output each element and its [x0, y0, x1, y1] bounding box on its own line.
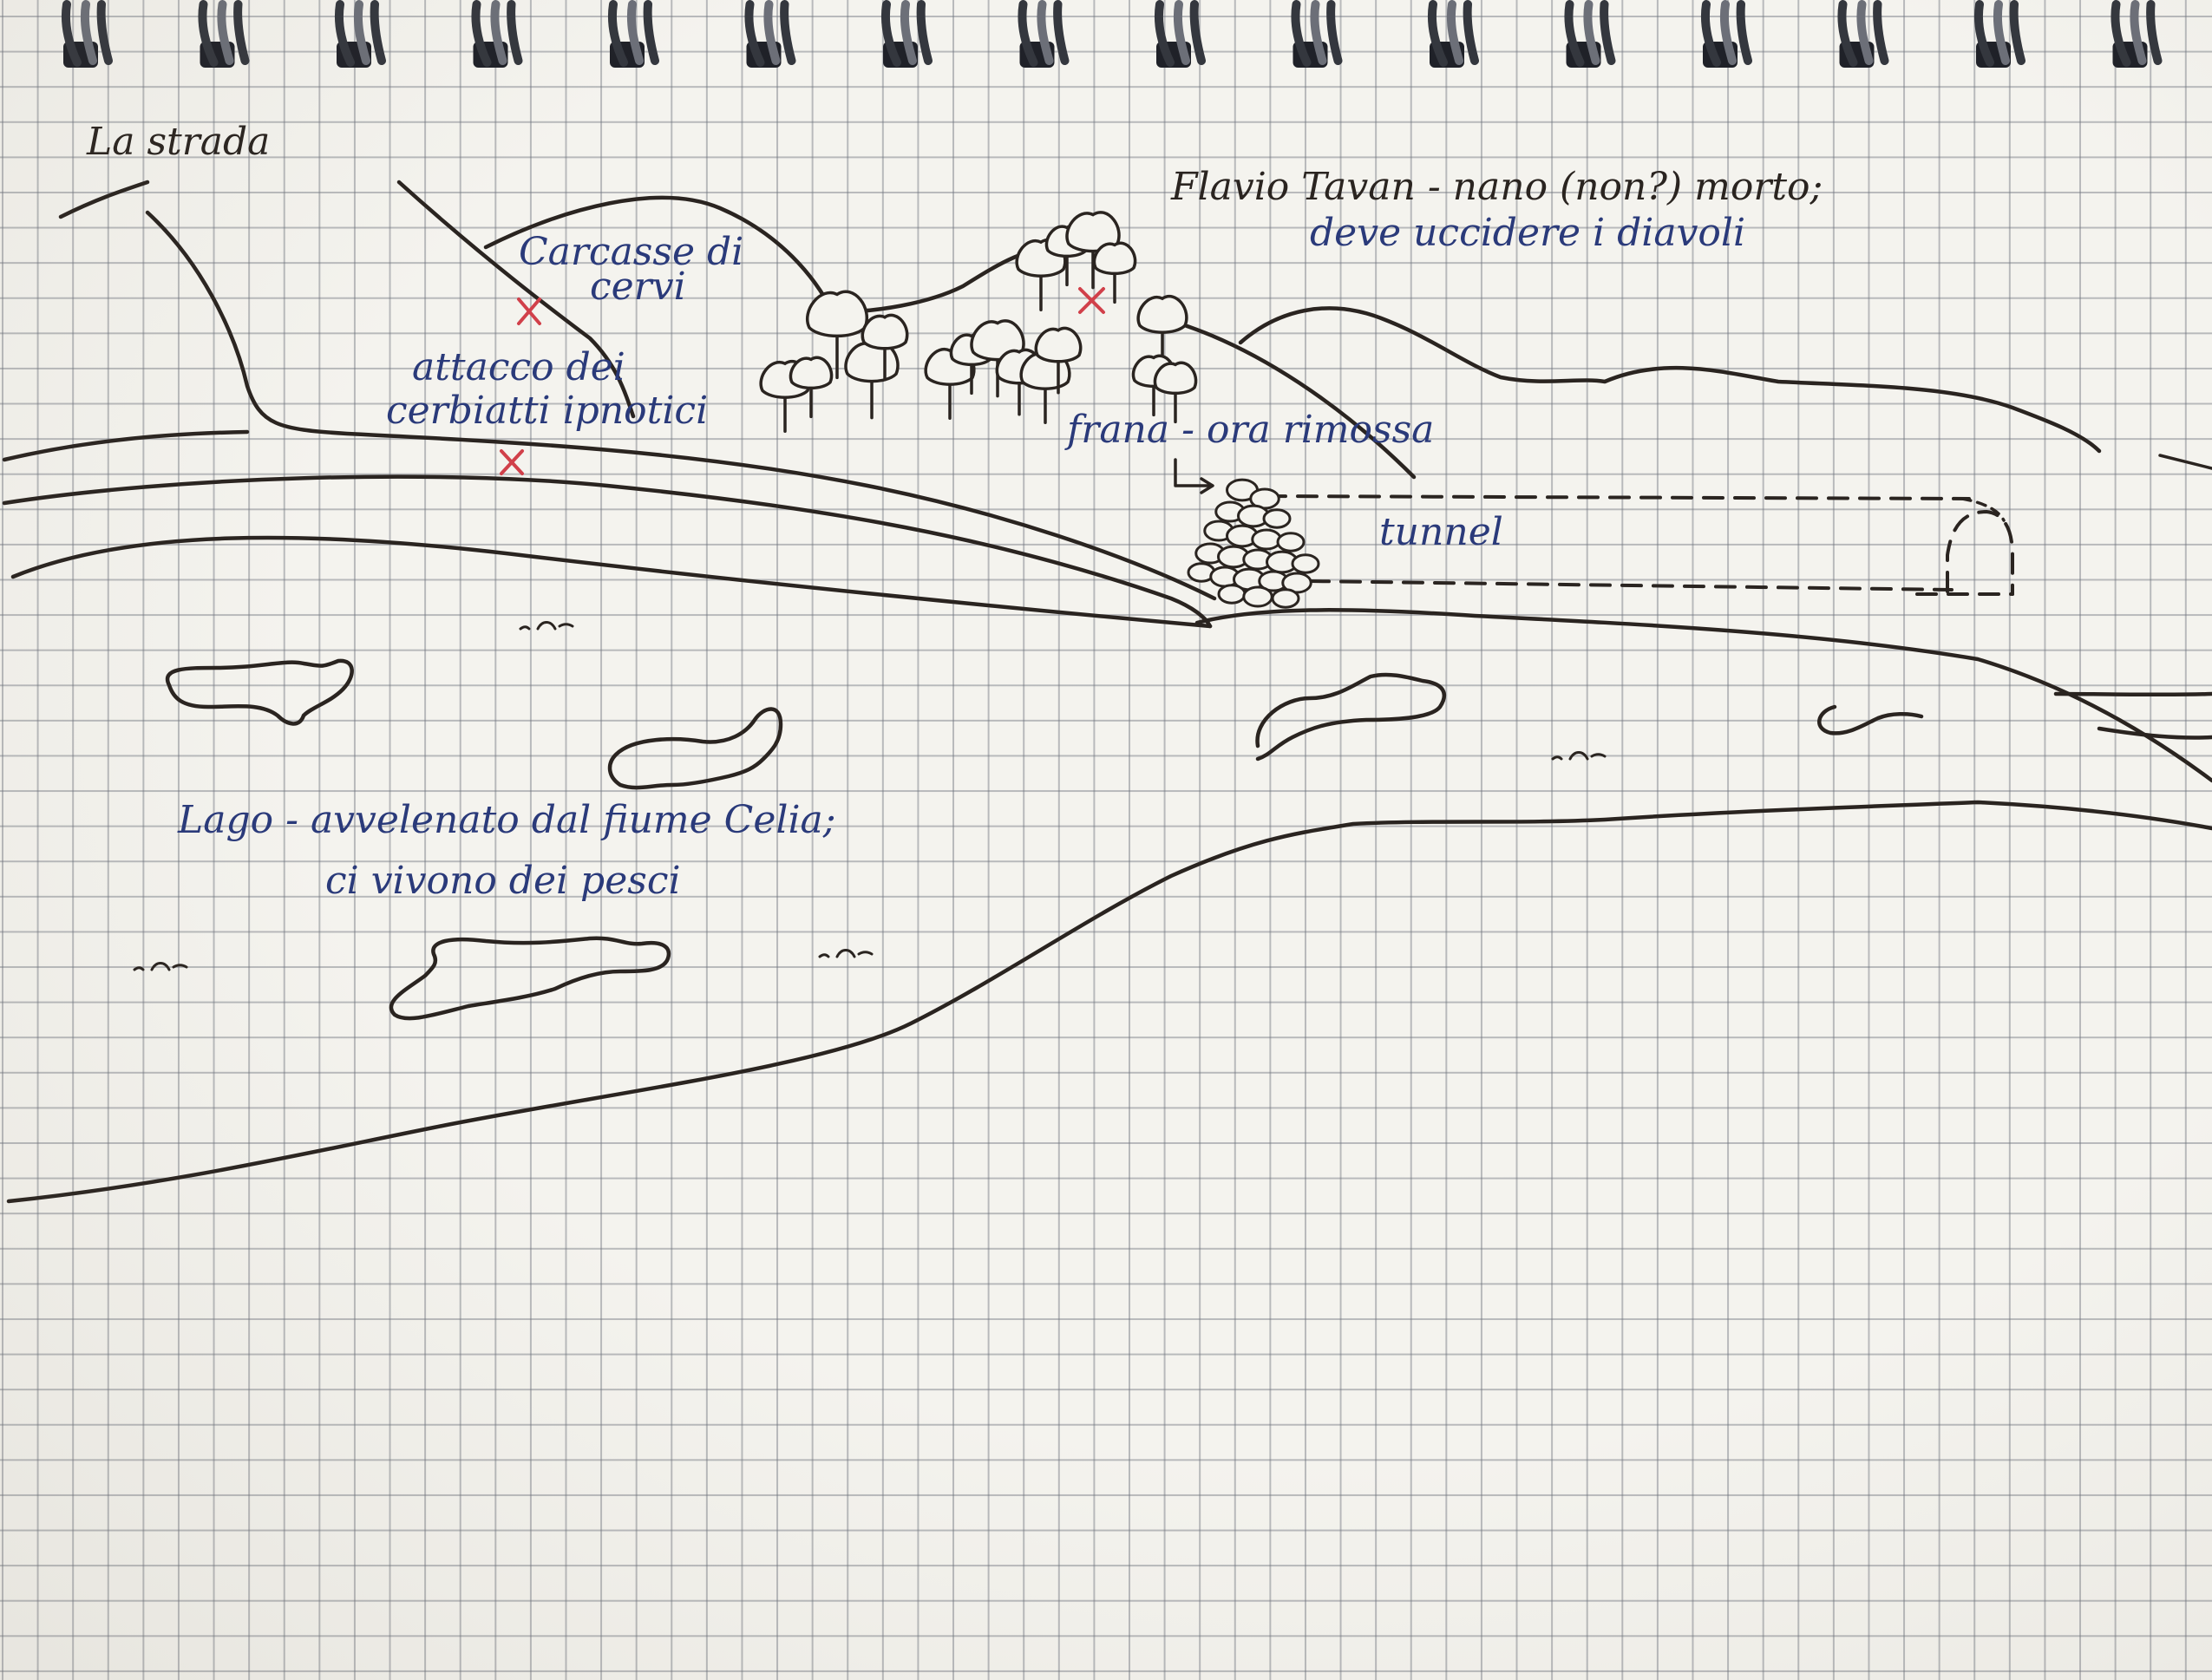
- spiral-ring: [1291, 0, 1343, 68]
- rock-icon: [1242, 585, 1273, 608]
- spiral-ring: [1700, 0, 1752, 68]
- tree-icon: [844, 341, 900, 420]
- spiral-ring: [61, 0, 113, 68]
- rock-pile: [1187, 478, 1320, 609]
- spiral-ring: [607, 0, 659, 68]
- tree-icon: [789, 356, 834, 419]
- tree-icon: [1065, 211, 1121, 290]
- spiral-ring: [1018, 0, 1070, 68]
- red-x-markers: [500, 287, 1105, 475]
- spiral-ring: [744, 0, 796, 68]
- tree-icon: [1019, 351, 1071, 424]
- spiral-ring: [198, 0, 250, 68]
- spiral-ring: [2111, 0, 2163, 68]
- rock-icon: [1251, 528, 1282, 551]
- label-flavio-line2: deve uccidere i diavoli: [1310, 211, 1745, 255]
- tree-icon: [1153, 361, 1198, 424]
- label-carcasses-line2: cervi: [590, 265, 686, 309]
- red-x-fawn-attack: [500, 449, 524, 475]
- road-lines: [2, 180, 2212, 783]
- hills: [396, 180, 2212, 480]
- tree-icon: [1034, 326, 1083, 395]
- label-flavio-line1: Flavio Tavan - nano (non?) morto;: [1170, 165, 1823, 209]
- spiral-ring: [1564, 0, 1616, 68]
- rock-icon: [1291, 553, 1320, 574]
- red-x-flavio: [1078, 287, 1105, 314]
- rock-icon: [1276, 532, 1306, 552]
- spiral-binding: [61, 0, 2163, 68]
- spiral-ring: [334, 0, 386, 68]
- marsh-patches: [165, 658, 1924, 1021]
- label-fawn-attack-line1: attacco dei: [412, 345, 625, 389]
- spiral-ring: [1154, 0, 1206, 68]
- label-tunnel: tunnel: [1379, 510, 1503, 554]
- tree-icon: [806, 290, 868, 380]
- lake-shoreline: [6, 800, 2212, 1204]
- rock-icon: [1262, 508, 1292, 529]
- forest: [759, 211, 1198, 433]
- spiral-ring: [1837, 0, 1889, 68]
- label-lake-line2: ci vivono dei pesci: [325, 859, 681, 903]
- label-lake-line1: Lago - avvelenato dal fiume Celia;: [177, 798, 836, 842]
- label-fawn-attack-line2: cerbiatti ipnotici: [386, 389, 708, 433]
- tree-icon: [861, 313, 909, 382]
- map-title: La strada: [86, 120, 270, 164]
- tunnel: [1265, 494, 2014, 596]
- spiral-ring: [1973, 0, 2025, 68]
- red-x-carcasses: [517, 297, 541, 325]
- rock-icon: [1217, 584, 1247, 605]
- spiral-ring: [880, 0, 933, 68]
- landslide-arrow: [1174, 458, 1214, 494]
- tree-icon: [1092, 241, 1137, 304]
- spiral-ring: [1427, 0, 1479, 68]
- fish-marks: [133, 621, 1607, 971]
- label-carcasses-line1: Carcasse di: [519, 230, 743, 274]
- rock-icon: [1271, 588, 1300, 609]
- spiral-ring: [471, 0, 523, 68]
- labels: Carcasse di cervi attacco dei cerbiatti …: [177, 165, 1823, 903]
- label-landslide: frana - ora rimossa: [1064, 408, 1434, 452]
